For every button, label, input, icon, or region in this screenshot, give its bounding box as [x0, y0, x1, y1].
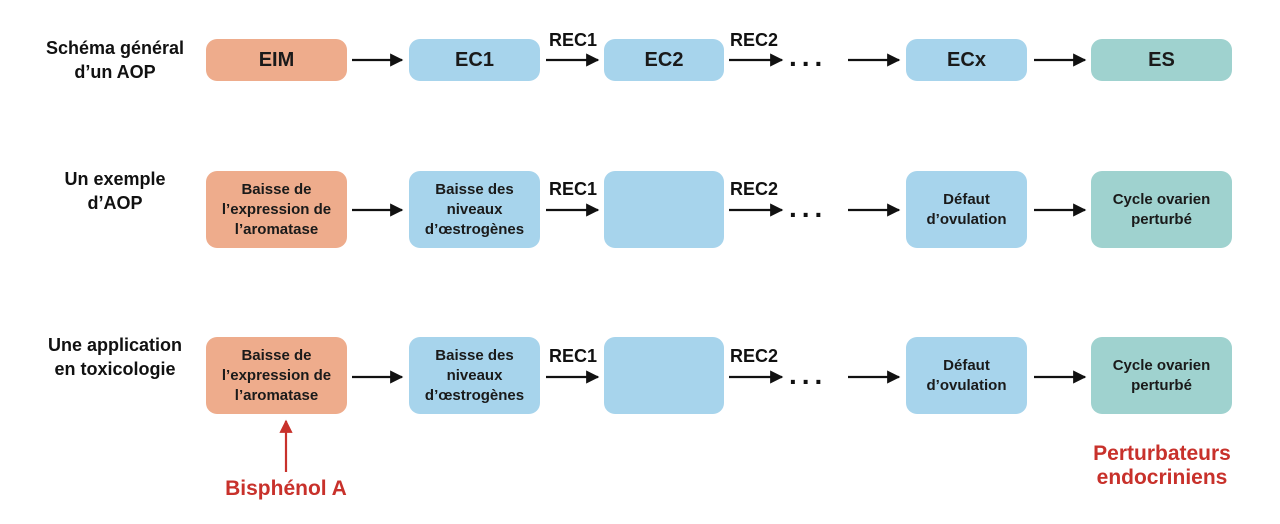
ellipsis: ... [789, 41, 828, 72]
box-ecx: ECx [906, 39, 1027, 81]
perturbateurs-label: Perturbateurs endocriniens [1093, 442, 1231, 489]
box-es: ES [1091, 39, 1232, 81]
rec1-label: REC1 [549, 346, 598, 366]
rec1-label: REC1 [549, 30, 598, 50]
box-ec1: EC1 [409, 39, 540, 81]
box-baisse-aromatase: Baisse de l’expression de l’aromatase [206, 171, 347, 248]
box-baisse-oestrogenes: Baisse des niveaux d’œstrogènes [409, 171, 540, 248]
bisphenol-label: Bisphénol A [225, 477, 347, 500]
box-baisse-aromatase: Baisse de l’expression de l’aromatase [206, 337, 347, 414]
box-defaut-ovulation: Défaut d’ovulation [906, 171, 1027, 248]
rec2-label: REC2 [730, 179, 779, 199]
rec1-label: REC1 [549, 179, 598, 199]
box-defaut-ovulation: Défaut d’ovulation [906, 337, 1027, 414]
box-empty [604, 171, 724, 248]
box-baisse-oestrogenes: Baisse des niveaux d’œstrogènes [409, 337, 540, 414]
ellipsis: ... [789, 359, 828, 390]
rec2-label: REC2 [730, 30, 779, 50]
row-label-application: Une application en toxicologie [47, 335, 182, 379]
box-cycle-ovarien: Cycle ovarien perturbé [1091, 171, 1232, 248]
box-eim: EIM [206, 39, 347, 81]
box-cycle-ovarien: Cycle ovarien perturbé [1091, 337, 1232, 414]
rec2-label: REC2 [730, 346, 779, 366]
ellipsis: ... [789, 192, 828, 223]
row-label-exemple: Un exemple d’AOP [64, 169, 166, 213]
box-empty [604, 337, 724, 414]
box-ec2: EC2 [604, 39, 724, 81]
row-label-schema: Schéma général d’un AOP [45, 38, 185, 82]
